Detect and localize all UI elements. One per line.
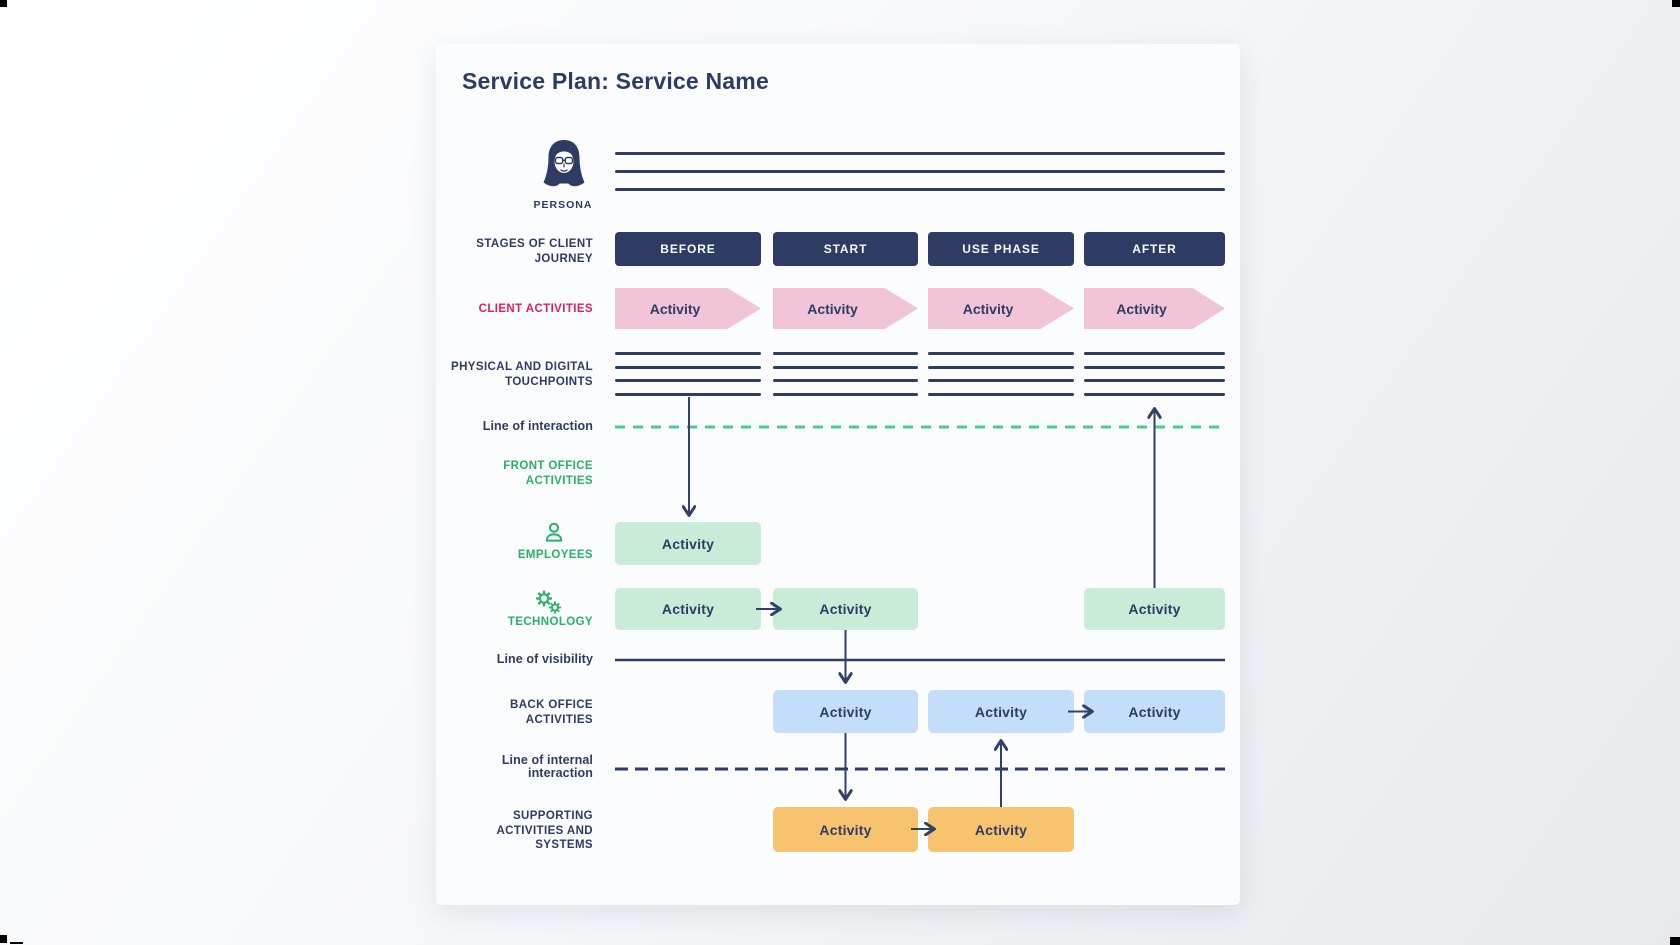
persona-avatar-icon (541, 138, 587, 189)
service-blueprint-card: Service Plan: Service Name PERSONA (436, 44, 1240, 905)
client-activity-arrow[interactable]: Activity (1084, 288, 1225, 329)
back-office-activity-box[interactable]: Activity (773, 690, 918, 733)
note-line (615, 152, 1225, 155)
back-office-activities-label: BACK OFFICE ACTIVITIES (510, 699, 593, 726)
client-activity-arrow[interactable]: Activity (615, 288, 761, 329)
touchpoint-line (1084, 352, 1225, 355)
touchpoint-line (615, 365, 761, 369)
client-activity-arrow[interactable]: Activity (928, 288, 1074, 329)
touchpoint-line (1084, 365, 1225, 369)
person-outline-icon (542, 521, 566, 545)
touchpoint-lines-group (928, 352, 1074, 396)
technology-activity-box[interactable]: Activity (773, 588, 918, 630)
fiducial-marker (1670, 937, 1680, 945)
touchpoint-line (928, 392, 1074, 396)
fiducial-marker (0, 935, 7, 943)
persona-label: PERSONA (533, 199, 593, 211)
gears-icon (533, 589, 563, 615)
fiducial-marker (10, 942, 23, 944)
technology-activity-box[interactable]: Activity (615, 588, 761, 630)
back-office-activity-box[interactable]: Activity (928, 690, 1074, 733)
line-of-interaction-label: Line of interaction (482, 419, 593, 433)
touchpoint-line (773, 352, 918, 355)
touchpoint-line (615, 352, 761, 355)
client-activities-label: CLIENT ACTIVITIES (478, 303, 593, 315)
technology-activity-box[interactable]: Activity (1084, 588, 1225, 630)
stage-button-use-phase[interactable]: USE PHASE (928, 232, 1074, 266)
technology-label: TECHNOLOGY (507, 616, 593, 628)
note-line (615, 188, 1225, 191)
touchpoint-line (1084, 392, 1225, 396)
stage-button-after[interactable]: AFTER (1084, 232, 1225, 266)
supporting-activity-box[interactable]: Activity (773, 807, 918, 852)
fiducial-marker (1672, 0, 1680, 7)
touchpoint-lines-group (1084, 352, 1225, 396)
stage-button-before[interactable]: BEFORE (615, 232, 761, 266)
front-office-activities-label: FRONT OFFICE ACTIVITIES (503, 460, 593, 487)
employees-label: EMPLOYEES (517, 549, 593, 561)
supporting-activities-label: SUPPORTING ACTIVITIES AND SYSTEMS (496, 810, 593, 851)
touchpoint-line (615, 379, 761, 383)
touchpoint-lines-group (773, 352, 918, 396)
stages-label: STAGES OF CLIENT JOURNEY (476, 238, 593, 265)
touchpoint-line (773, 365, 918, 369)
touchpoint-line (773, 392, 918, 396)
line-of-internal-interaction-label: Line of internal interaction (501, 753, 593, 780)
touchpoint-line (928, 379, 1074, 383)
touchpoint-lines-group (615, 352, 761, 396)
page-title: Service Plan: Service Name (462, 68, 769, 94)
note-line (615, 170, 1225, 173)
fiducial-marker (0, 0, 7, 7)
touchpoint-line (773, 379, 918, 383)
back-office-activity-box[interactable]: Activity (1084, 690, 1225, 733)
line-of-visibility-label: Line of visibility (496, 652, 593, 666)
client-activity-arrow[interactable]: Activity (773, 288, 918, 329)
employees-activity-box[interactable]: Activity (615, 522, 761, 565)
touchpoints-label: PHYSICAL AND DIGITAL TOUCHPOINTS (451, 361, 593, 388)
stage-button-start[interactable]: START (773, 232, 918, 266)
touchpoint-line (615, 392, 761, 396)
touchpoint-line (928, 365, 1074, 369)
supporting-activity-box[interactable]: Activity (928, 807, 1074, 852)
touchpoint-line (1084, 379, 1225, 383)
touchpoint-line (928, 352, 1074, 355)
